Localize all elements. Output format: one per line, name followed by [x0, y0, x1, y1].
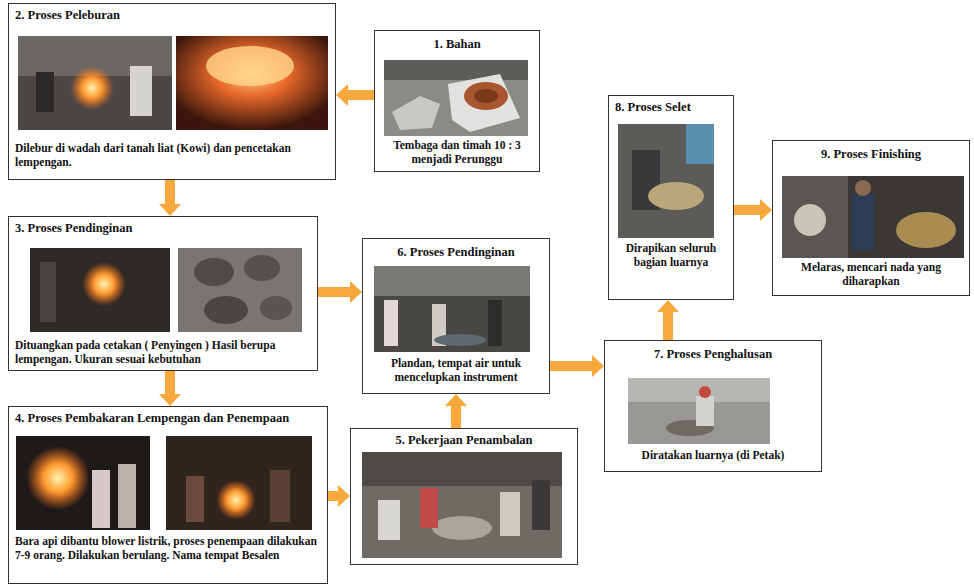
step-description: Dituangkan pada cetakan ( Penyingen ) Ha…	[15, 338, 311, 366]
process-box: 7. Proses PenghalusanDiratakan luarnya (…	[604, 340, 822, 472]
step-description: Diratakan luarnya (di Petak)	[611, 448, 815, 462]
step-heading: 1. Bahan	[381, 37, 533, 52]
step-description: Melaras, mencari nada yang diharapkan	[779, 260, 963, 288]
step-description: Bara api dibantu blower listrik, proses …	[15, 534, 321, 562]
gong	[648, 182, 704, 210]
flow-arrow	[550, 355, 604, 377]
process-box: 9. Proses FinishingMelaras, mencari nada…	[772, 140, 970, 296]
flow-arrow	[328, 485, 350, 507]
process-box: 3. Proses PendinginanDituangkan pada cet…	[8, 216, 318, 371]
bronze-plate	[260, 296, 292, 320]
photo-ground	[166, 436, 312, 530]
photo-ground	[362, 452, 562, 558]
worker	[92, 470, 110, 528]
photo	[628, 378, 770, 444]
photo	[782, 176, 964, 258]
tin-block	[392, 96, 440, 130]
step-heading: 2. Proses Peleburan	[15, 8, 329, 23]
kettle-gong	[794, 204, 826, 236]
step-heading: 3. Proses Pendinginan	[15, 221, 311, 236]
worker-cap	[699, 386, 711, 398]
step-description: Dilebur di wadah dari tanah liat (Kowi) …	[15, 141, 329, 169]
step-heading: 8. Proses Selet	[615, 100, 727, 115]
fire	[216, 480, 256, 520]
photo-ground	[18, 36, 172, 130]
step-heading: 4. Proses Pembakaran Lempengan dan Penem…	[15, 411, 321, 426]
step-description: Dirapikan seluruh bagian luarnya	[615, 241, 727, 269]
photo-ground	[374, 266, 530, 352]
step-heading: 7. Proses Penghalusan	[611, 347, 815, 362]
photo	[30, 248, 302, 332]
photo-ground	[384, 60, 528, 136]
molten-bronze	[206, 46, 294, 86]
step-heading: 6. Proses Pendinginan	[369, 245, 543, 260]
photo-light	[374, 266, 530, 296]
step-description: Plandan, tempat air untuk mencelupkan in…	[369, 356, 543, 384]
flow-arrow	[734, 199, 772, 221]
worker	[696, 396, 714, 426]
furnace-photo	[176, 36, 328, 130]
photo-ground	[618, 124, 714, 238]
worker	[186, 476, 204, 522]
photo	[18, 36, 328, 130]
worker	[270, 470, 290, 522]
fire	[82, 262, 126, 306]
gong	[896, 212, 956, 248]
photo-ground	[16, 436, 150, 530]
worker	[532, 480, 550, 530]
worker	[118, 464, 136, 528]
flow-arrow	[445, 394, 467, 428]
worker	[488, 300, 502, 346]
window	[686, 124, 714, 164]
worker	[378, 500, 400, 540]
worker	[40, 262, 56, 322]
photo	[362, 452, 562, 558]
sparks	[26, 446, 90, 510]
water-tub	[434, 334, 486, 346]
bronze-plate	[194, 258, 234, 286]
flow-arrow	[318, 281, 362, 303]
bronze-plate	[244, 255, 280, 281]
photo	[16, 436, 312, 530]
worker	[500, 492, 520, 536]
flow-arrow	[159, 180, 181, 216]
worker	[384, 300, 398, 346]
photo-shadow	[384, 60, 528, 80]
process-box: 5. Pekerjaan Penambalan	[350, 428, 578, 565]
worker	[852, 194, 874, 250]
flow-arrow	[336, 84, 374, 106]
photo	[384, 60, 528, 136]
copper-coil	[474, 89, 498, 103]
worker	[36, 72, 54, 112]
photo-ground	[30, 248, 170, 332]
process-box: 8. Proses SeletDirapikan seluruh bagian …	[608, 95, 734, 300]
worker-head	[855, 180, 871, 196]
gong	[432, 516, 492, 540]
step-description: Tembaga dan timah 10 : 3 menjadi Perungg…	[381, 138, 533, 166]
step-heading: 5. Pekerjaan Penambalan	[357, 433, 571, 448]
flow-arrow	[159, 371, 181, 406]
worker	[130, 66, 152, 116]
process-box: 6. Proses PendinginanPlandan, tempat air…	[362, 238, 550, 394]
worker	[420, 488, 438, 528]
photo	[374, 266, 530, 352]
process-box: 4. Proses Pembakaran Lempengan dan Penem…	[8, 406, 328, 584]
process-box: 2. Proses PeleburanDilebur di wadah dari…	[8, 3, 336, 180]
flow-arrow	[657, 300, 679, 340]
step-heading: 9. Proses Finishing	[779, 147, 963, 162]
process-box: 1. BahanTembaga dan timah 10 : 3 menjadi…	[374, 30, 540, 172]
photo-ground	[178, 248, 302, 332]
sack	[448, 74, 520, 132]
fire	[70, 66, 114, 110]
bronze-plate	[204, 296, 248, 324]
photo-left	[782, 176, 848, 258]
photo-ground	[628, 378, 770, 444]
copper-coil	[464, 82, 508, 110]
photo-ground	[782, 176, 964, 258]
photo	[618, 124, 714, 238]
